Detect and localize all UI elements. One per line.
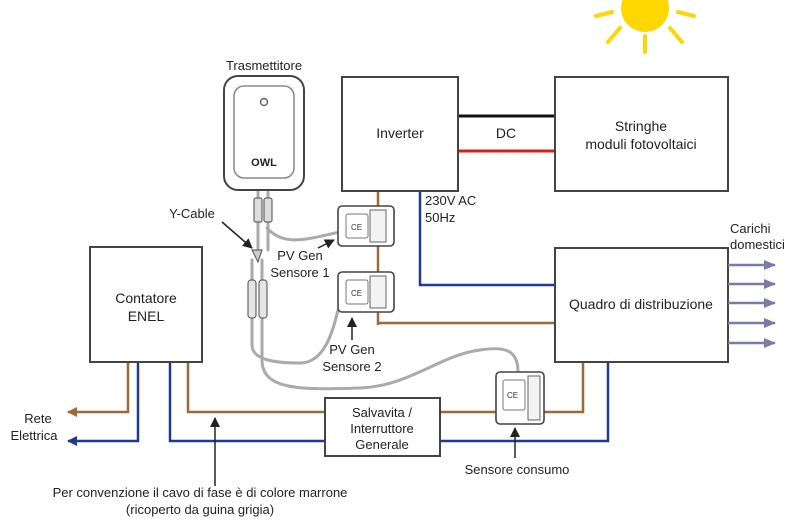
sensor2-label-1: PV Gen (329, 342, 375, 357)
note-line-1: Per convenzione il cavo di fase è di col… (53, 485, 348, 500)
inverter-box (341, 76, 459, 192)
pv-sensor-2-clamp: CE (337, 271, 395, 313)
ac-label-1: 230V AC (425, 193, 476, 208)
transmitter-device (223, 75, 305, 191)
sensor1-label-1: PV Gen (277, 248, 323, 263)
sun-icon (594, 0, 696, 54)
svg-text:CE: CE (507, 391, 518, 400)
consumption-sensor-label: Sensore consumo (465, 462, 570, 477)
inverter-label: Inverter (376, 125, 424, 141)
meter-label-1: Contatore (115, 290, 177, 306)
grid-phase-wire (67, 362, 130, 417)
meter-breaker-neutral-wire (168, 362, 325, 443)
loads-label-2: domestici (730, 237, 785, 252)
meter-box (89, 246, 203, 363)
breaker-label-3: Generale (355, 437, 408, 452)
sensor1-pointer (317, 239, 335, 249)
dc-label: DC (496, 125, 516, 141)
breaker-distribution-phase-wire (440, 362, 585, 414)
ac-label-2: 50Hz (425, 210, 455, 225)
loads-label-1: Carichi (730, 221, 771, 236)
strings-label-2: moduli fotovoltaici (585, 136, 696, 152)
sensor2-label-2: Sensore 2 (322, 359, 381, 374)
svg-text:CE: CE (351, 223, 362, 232)
distribution-box (554, 247, 729, 363)
grid-neutral-wire (67, 362, 140, 446)
strings-label-1: Stringhe (615, 118, 667, 134)
y-cable-label: Y-Cable (169, 206, 215, 221)
distribution-label: Quadro di distribuzione (569, 296, 713, 312)
pv-strings-box (554, 76, 729, 192)
svg-text:CE: CE (351, 289, 362, 298)
meter-label-2: ENEL (128, 308, 165, 324)
owl-logo: OWL (251, 157, 277, 169)
neutral-wires (67, 192, 610, 446)
note-line-2: (ricoperto da guina grigia) (126, 502, 274, 517)
breaker-distribution-neutral-wire (440, 362, 610, 443)
sensor1-label-2: Sensore 1 (270, 265, 329, 280)
y-cable-pointer (221, 221, 253, 249)
grid-label-2: Elettrica (11, 428, 59, 443)
breaker-label-2: Interruttore (350, 421, 414, 436)
breaker-box (324, 397, 441, 457)
led-icon (259, 97, 269, 107)
transmitter-title: Trasmettitore (226, 58, 302, 73)
breaker-label-1: Salvavita / (352, 405, 412, 420)
meter-breaker-phase-wire (186, 362, 325, 414)
inverter-neutral-wire (418, 192, 555, 287)
grid-label-1: Rete (24, 411, 51, 426)
load-arrows (728, 260, 776, 348)
consumption-sensor-clamp: CE (495, 371, 545, 425)
pv-sensor-1-clamp: CE (337, 205, 395, 247)
y-cable-plugs (247, 197, 273, 319)
